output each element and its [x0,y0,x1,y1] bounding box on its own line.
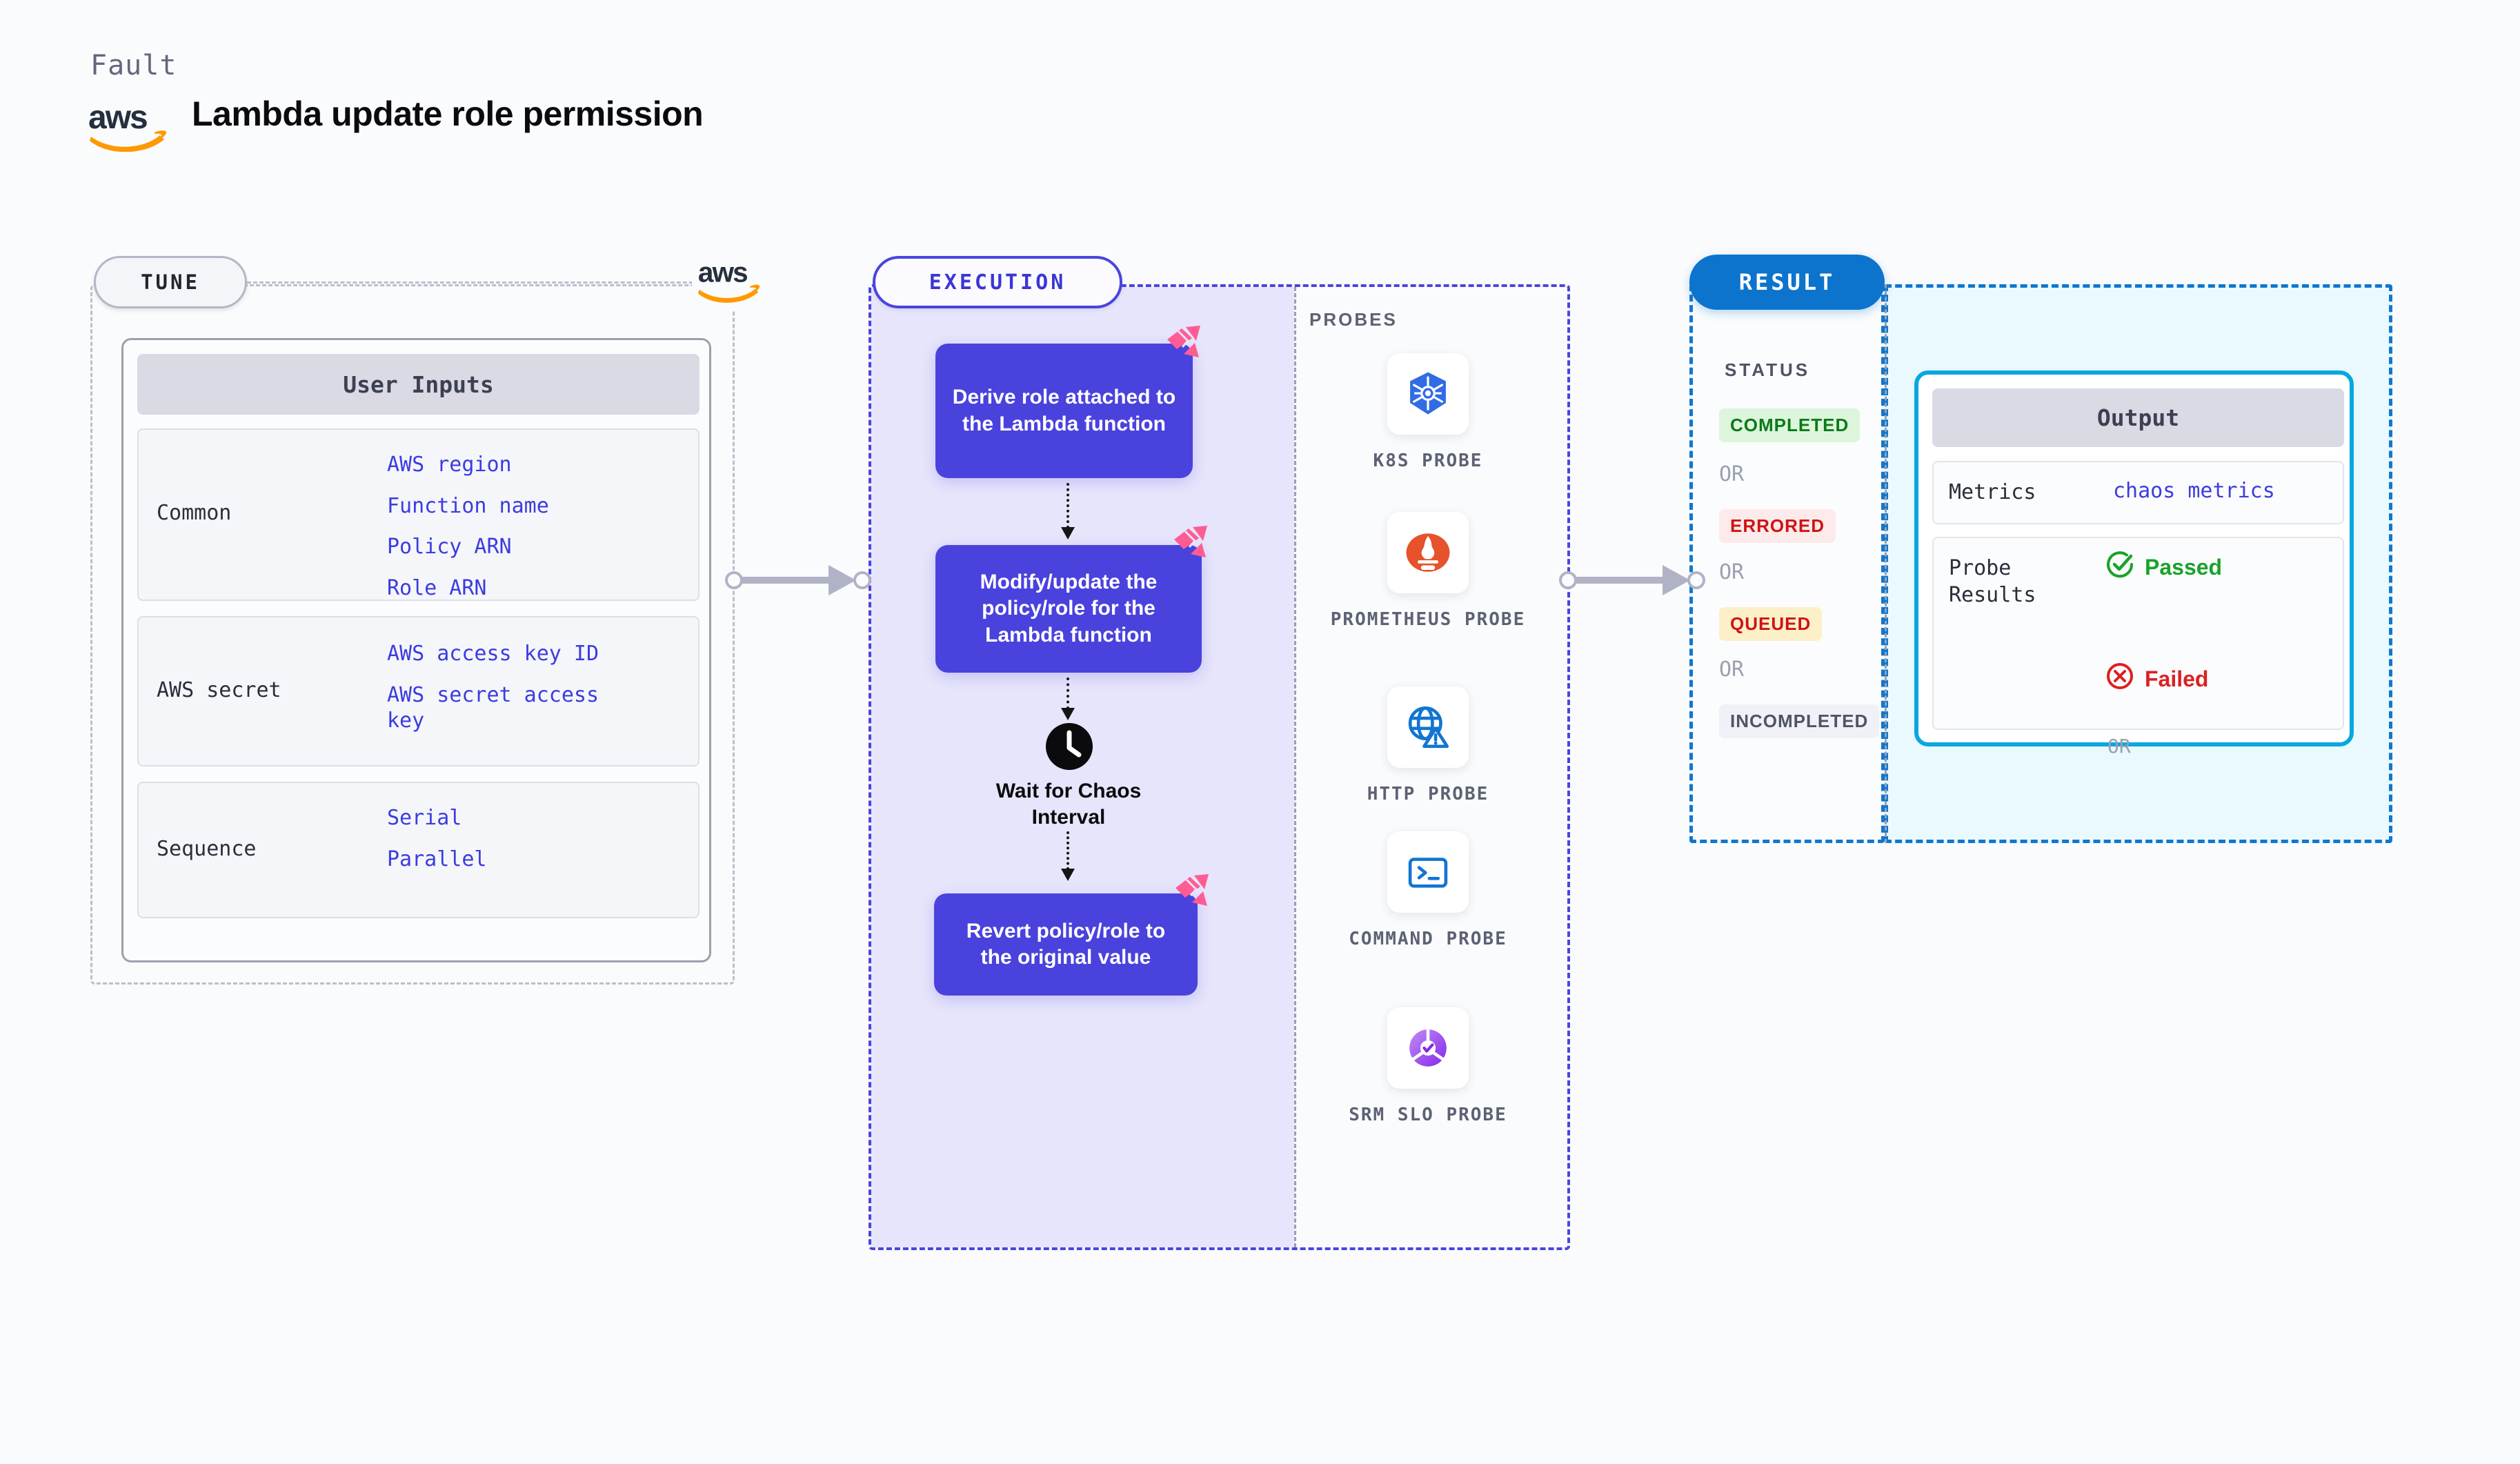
terminal-icon [1387,831,1469,913]
connector-execution-to-result [1559,556,1711,604]
tune-group-label: Sequence [157,837,257,861]
execution-probes-divider [1294,287,1296,1247]
passed-label: Passed [2145,554,2223,580]
status-badge-incompleted: INCOMPLETED [1719,704,1880,738]
result-region-divider [1885,284,1887,843]
chaos-fault-icon [1171,524,1209,562]
globe-warning-icon [1387,686,1469,768]
output-row-probe-results: Probe Results Passed OR [1932,537,2344,758]
output-card: Output Metrics chaos metrics Probe Resul… [1914,370,2354,758]
page-kicker: Fault [90,50,177,81]
result-status-region [1689,284,1885,843]
status-title: STATUS [1725,359,1811,380]
kubernetes-icon [1387,353,1469,435]
tune-value: AWS access key ID [387,642,599,666]
tune-value: Parallel [387,847,487,871]
aws-logo-icon: aws [88,97,171,152]
status-badge-errored: ERRORED [1719,509,1836,543]
execution-step[interactable]: Revert policy/role to the original value [934,893,1198,996]
connector-tune-to-execution [725,556,877,604]
execution-step[interactable]: Derive role attached to the Lambda funct… [935,344,1193,478]
wait-for-chaos-interval-label: Wait for Chaos Interval [995,780,1142,829]
tune-value: Policy ARN [387,535,512,559]
probe-k8s[interactable]: K8S PROBE [1328,353,1528,473]
tune-badge[interactable]: TUNE [94,256,247,308]
tune-value: AWS region [387,453,512,477]
output-card-title: Output [1932,388,2344,447]
status-or-label: OR [1719,560,1745,584]
failed-label: Failed [2145,666,2209,691]
output-row-metrics: Metrics chaos metrics [1932,461,2344,524]
probe-command[interactable]: COMMAND PROBE [1328,831,1528,951]
prometheus-icon [1387,512,1469,593]
result-badge[interactable]: RESULT [1689,255,1885,310]
svg-text:aws: aws [88,99,147,136]
tune-card-title: User Inputs [137,354,700,415]
tune-group-common: Common AWS region Function name Policy A… [137,428,700,601]
probes-title: PROBES [1309,309,1398,330]
execution-flow-arrow [1061,831,1075,881]
x-circle-icon [2106,662,2134,695]
tune-value: Function name [387,493,549,518]
probe-prometheus[interactable]: PROMETHEUS PROBE [1328,512,1528,632]
tune-aws-logo-icon: aws [692,248,764,310]
tune-top-dash [247,281,737,284]
status-badge-completed: COMPLETED [1719,408,1861,442]
status-or-label: OR [1719,657,1745,682]
probe-results-label: Probe Results [1949,556,2036,607]
tune-card: User Inputs Common AWS region Function n… [121,338,711,962]
status-or-label: OR [1719,462,1745,486]
tune-group-label: Common [157,501,232,525]
status-badge-queued: QUEUED [1719,607,1823,641]
tune-group-label: AWS secret [157,678,281,702]
srm-slo-icon [1387,1007,1469,1089]
tune-value: Serial [387,806,462,830]
clock-icon [1044,722,1094,771]
chaos-fault-icon [1164,324,1202,362]
probe-http[interactable]: HTTP PROBE [1328,686,1528,807]
execution-flow-arrow [1061,483,1075,540]
execution-step[interactable]: Modify/update the policy/role for the La… [935,545,1202,673]
probe-label: PROMETHEUS PROBE [1330,609,1526,630]
metrics-value: chaos metrics [2113,479,2275,503]
svg-text:aws: aws [697,257,746,288]
check-circle-icon [2106,551,2134,584]
probe-label: K8S PROBE [1373,451,1483,471]
probe-srm-slo[interactable]: SRM SLO PROBE [1328,1007,1528,1127]
probe-result-failed: Failed [2106,662,2208,695]
probe-label: COMMAND PROBE [1349,929,1507,949]
tune-value: Role ARN [387,575,487,600]
probe-result-or-label: OR [2107,735,2131,758]
chaos-fault-icon [1173,873,1210,910]
execution-badge[interactable]: EXECUTION [873,256,1122,308]
tune-region [90,284,735,985]
tune-group-sequence: Sequence Serial Parallel [137,782,700,918]
probe-result-passed: Passed [2106,551,2222,584]
probe-label: SRM SLO PROBE [1349,1105,1507,1125]
execution-flow-arrow [1061,677,1075,720]
metrics-label: Metrics [1949,480,2036,504]
page-title: Lambda update role permission [192,95,704,133]
tune-value: AWS secret access key [387,682,599,733]
probe-label: HTTP PROBE [1367,784,1489,804]
tune-group-aws-secret: AWS secret AWS access key ID AWS secret … [137,616,700,766]
